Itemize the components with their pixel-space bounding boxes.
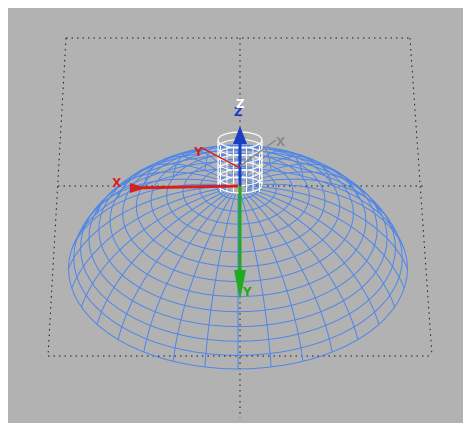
mesh-meridian-21 bbox=[117, 163, 231, 198]
mesh-meridian-22 bbox=[143, 155, 233, 186]
mesh-meridian-12 bbox=[143, 191, 233, 353]
x-axis-arrowhead[interactable] bbox=[130, 183, 146, 193]
local-y-axis-label: Y bbox=[193, 145, 203, 159]
mesh-meridian-28 bbox=[243, 155, 333, 186]
mesh-meridian-7 bbox=[241, 191, 304, 362]
z-axis-arrowhead[interactable] bbox=[233, 126, 247, 144]
mesh-meridian-4 bbox=[246, 189, 380, 325]
mesh-meridian-13 bbox=[117, 190, 231, 340]
grid-line-left bbox=[47, 37, 67, 357]
mesh-meridian-6 bbox=[243, 191, 333, 353]
mesh-meridian-14 bbox=[96, 189, 230, 325]
mesh-meridian-2 bbox=[248, 186, 405, 289]
mesh-meridian-16 bbox=[71, 186, 228, 289]
viewport-background[interactable] bbox=[8, 8, 463, 423]
transform-gizmo[interactable]: X Y Z X Y Z bbox=[112, 97, 286, 300]
x-axis-label: X bbox=[112, 176, 122, 190]
mesh-meridian-11 bbox=[172, 191, 235, 362]
wireframe-hemisphere-mesh[interactable] bbox=[67, 144, 408, 370]
mesh-meridian-31 bbox=[247, 178, 396, 231]
local-x-axis-line[interactable] bbox=[239, 139, 277, 167]
mesh-meridian-30 bbox=[246, 171, 380, 214]
local-y-axis-line[interactable] bbox=[201, 147, 241, 169]
x-axis-arrow[interactable] bbox=[129, 184, 239, 190]
mesh-meridian-8 bbox=[239, 192, 272, 368]
mesh-meridian-5 bbox=[245, 190, 359, 340]
mesh-meridian-10 bbox=[204, 192, 237, 368]
mesh-meridian-17 bbox=[68, 185, 228, 269]
mesh-meridian-18 bbox=[71, 183, 228, 250]
y-axis-label: Y bbox=[242, 285, 252, 299]
mesh-meridian-15 bbox=[80, 188, 229, 308]
mesh-meridian-32 bbox=[248, 183, 405, 250]
mesh-meridian-20 bbox=[96, 171, 230, 214]
mesh-meridian-3 bbox=[247, 188, 396, 308]
local-x-axis-label: X bbox=[276, 135, 286, 149]
z-axis-label: Z bbox=[234, 105, 243, 119]
local-z-axis-label: Z bbox=[236, 97, 245, 111]
y-axis-arrowhead[interactable] bbox=[234, 270, 246, 300]
mesh-meridian-1 bbox=[248, 185, 408, 269]
mesh-meridian-29 bbox=[245, 163, 359, 198]
